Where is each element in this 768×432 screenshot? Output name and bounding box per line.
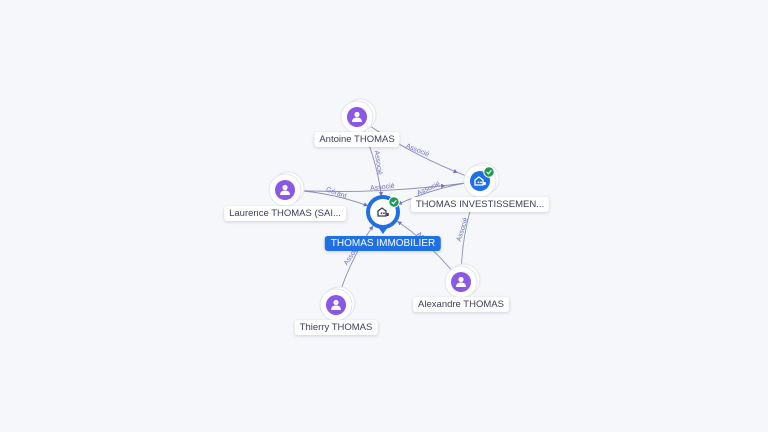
edge-arrow xyxy=(453,169,458,174)
edge-line xyxy=(284,180,481,192)
building-icon xyxy=(377,207,389,217)
pin-core xyxy=(370,199,396,225)
node-immo[interactable] xyxy=(366,195,400,234)
node-label-thierry[interactable]: Thierry THOMAS xyxy=(294,320,378,335)
node-label-invest[interactable]: THOMAS INVESTISSEMEN... xyxy=(410,197,550,212)
node-laurence[interactable] xyxy=(268,171,305,207)
node-label-immo[interactable]: THOMAS IMMOBILIER xyxy=(324,236,442,251)
person-icon xyxy=(331,299,341,310)
building-icon xyxy=(474,176,486,186)
edge-laurence-invest: Associé xyxy=(284,180,481,193)
edge-label: Associé xyxy=(456,217,470,243)
person-icon xyxy=(456,276,466,287)
edge-arrow xyxy=(440,183,446,189)
edge-label: Associé xyxy=(370,183,395,193)
node-label-antoine[interactable]: Antoine THOMAS xyxy=(314,132,400,147)
verified-check-icon xyxy=(483,166,495,178)
edge-arrow xyxy=(363,202,368,207)
edge-arrow xyxy=(378,191,384,197)
node-thierry[interactable] xyxy=(319,286,356,322)
person-icon xyxy=(352,111,362,122)
verified-check-icon xyxy=(388,196,400,208)
edge-antoine-invest: Associé xyxy=(356,116,481,182)
node-alexandre[interactable] xyxy=(444,263,481,299)
edge-label: Associé xyxy=(373,150,384,175)
node-antoine[interactable] xyxy=(340,98,377,134)
node-label-alexandre[interactable]: Alexandre THOMAS xyxy=(413,297,509,312)
edge-label: Gérant xyxy=(325,186,348,200)
edge-arrow xyxy=(368,225,373,231)
node-label-laurence[interactable]: Laurence THOMAS (SAI... xyxy=(224,206,346,221)
node-invest[interactable] xyxy=(463,162,500,198)
edge-arrow xyxy=(397,221,403,226)
edge-label: Associé xyxy=(405,143,430,159)
person-icon xyxy=(280,184,290,195)
